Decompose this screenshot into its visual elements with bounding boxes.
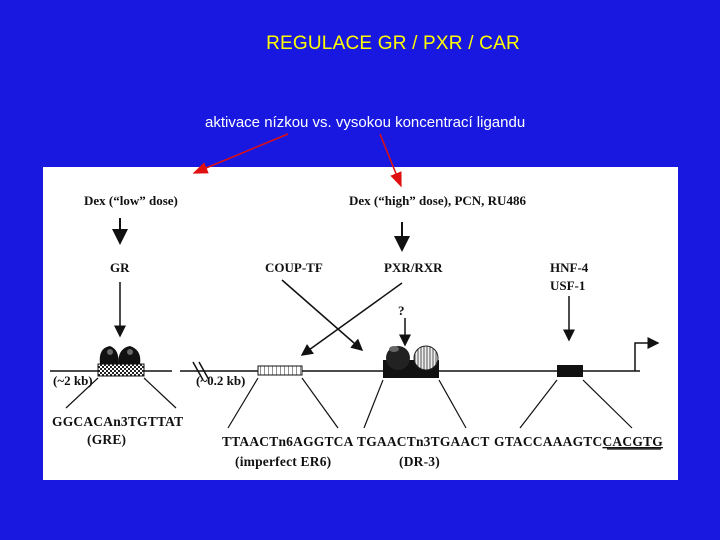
sequence-gre: GGCACAn3TGTTAT [52,414,183,429]
er6-site [257,365,303,376]
slide-title: REGULACE GR / PXR / CAR [266,33,520,54]
gre-label: (GRE) [87,432,126,447]
transcription-start-arrow [634,337,660,371]
pointer-arrow-high [379,133,402,188]
pxr-rxr-label: PXR/RXR [384,260,443,275]
distance-2kb: (~2 kb) [53,373,93,388]
sequence-hnf-plain: GTACCAAAGTC [494,434,602,449]
sequence-er6: TTAACTn6AGGTCA [222,434,354,449]
gre-site [97,363,145,377]
question-mark: ? [398,303,405,318]
sequence-dr3: TGAACTn3TGAACT [357,434,490,449]
hnf4-site [557,365,583,377]
gr-dimer [99,346,141,364]
sequence-connectors [65,377,633,429]
dex-low-label: Dex (“low” dose) [84,193,178,208]
pointer-arrow-low [192,133,289,174]
arrow-pxr-to-coup-site [300,282,403,356]
gr-label: GR [110,260,130,275]
pxr-rxr-dimer [386,345,439,371]
diagram-panel [43,167,678,480]
distance-02kb: (~0.2 kb) [196,373,245,388]
arrow-coup-to-pxr-site [281,279,364,351]
sequence-hnf: GTACCAAAGTCCACGTG [494,434,663,449]
dex-high-label: Dex (“high” dose), PCN, RU486 [349,193,526,208]
hnf4-label: HNF-4 [550,260,589,275]
coup-tf-label: COUP-TF [265,260,323,275]
usf1-label: USF-1 [550,278,585,293]
dr3-label: (DR-3) [399,454,440,469]
slide-subtitle: aktivace nízkou vs. vysokou koncentrací … [205,114,526,131]
sequence-hnf-underlined: CACGTG [602,434,663,449]
er6-label: (imperfect ER6) [235,454,331,469]
